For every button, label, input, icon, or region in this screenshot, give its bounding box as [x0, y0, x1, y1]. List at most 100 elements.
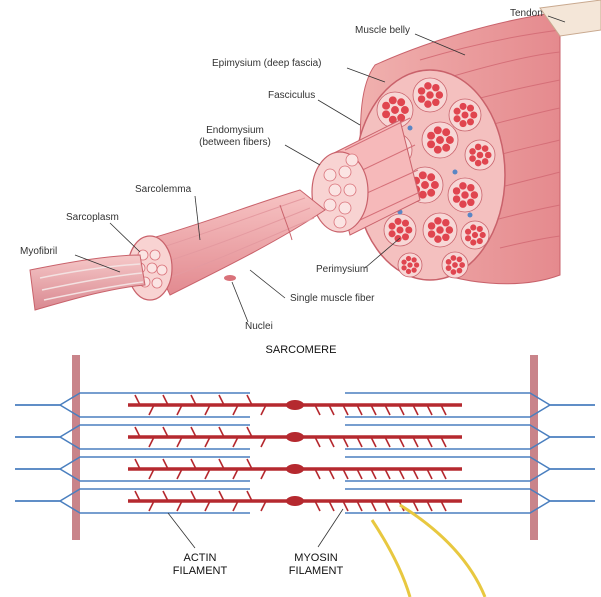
- fiber-dot: [465, 229, 471, 235]
- fasciculus-fiber: [346, 154, 358, 166]
- fasciculus-fiber: [339, 202, 351, 214]
- fiber-dot: [446, 265, 452, 271]
- fiber-dot: [477, 226, 483, 232]
- actin-filament: [15, 501, 250, 513]
- fiber-dot: [401, 106, 409, 114]
- perimysium-label: Perimysium: [316, 264, 368, 276]
- fasciculus-fiber: [324, 169, 336, 181]
- fiber-dot: [475, 144, 482, 151]
- endomysium-label-line2: (between fibers): [199, 137, 271, 149]
- fiber-dot: [467, 105, 474, 112]
- fiber-dot: [427, 173, 435, 181]
- fiber-dot: [477, 238, 483, 244]
- myofibril-unit: [150, 250, 160, 260]
- sarcomere-filaments: [15, 393, 595, 513]
- m-line-node: [286, 496, 304, 506]
- fiber-dot: [457, 268, 463, 274]
- fiber-dot: [414, 262, 419, 267]
- fasciculus-fiber: [344, 184, 356, 196]
- vessel-dot: [468, 213, 473, 218]
- m-line-node: [286, 432, 304, 442]
- fiber-dot: [453, 195, 460, 202]
- actin-filament-label: ACTIN FILAMENT: [173, 552, 227, 578]
- fiber-dot: [480, 232, 486, 238]
- tendon-label: Tendon: [510, 8, 543, 20]
- sarcoplasm-label: Sarcoplasm: [66, 212, 119, 224]
- fiber-dot: [467, 184, 474, 191]
- fiber-dot: [470, 239, 476, 245]
- vessel-dot: [408, 126, 413, 131]
- fiber-dot: [442, 144, 450, 152]
- fiber-dot: [472, 232, 478, 238]
- fiber-dot: [432, 84, 439, 91]
- fiber-dot: [434, 126, 442, 134]
- vessel-dot: [453, 170, 458, 175]
- actin-filament: [15, 405, 250, 417]
- fiber-dot: [436, 136, 444, 144]
- fiber-dot: [469, 155, 476, 162]
- fiber-dot: [434, 146, 442, 154]
- myosin-filament-label: MYOSIN FILAMENT: [289, 552, 343, 578]
- fiber-dot: [470, 111, 477, 118]
- fiber-dot: [454, 115, 461, 122]
- fiber-dot: [406, 269, 411, 274]
- actin-filament: [15, 425, 250, 437]
- fiber-dot: [406, 256, 411, 261]
- fiber-dot: [428, 222, 435, 229]
- actin-filament: [15, 437, 250, 449]
- actin-filament: [345, 393, 595, 405]
- fiber-dot: [475, 160, 482, 167]
- leader-lines-bottom: [168, 509, 343, 548]
- fiber-dot: [436, 91, 443, 98]
- actin-label-line1: ACTIN: [173, 552, 227, 565]
- fiber-dot: [407, 262, 412, 267]
- fiber-dot: [482, 145, 489, 152]
- fiber-dot: [382, 102, 390, 110]
- actin-filament: [345, 457, 595, 469]
- fasciculus-label: Fasciculus: [268, 90, 315, 102]
- fiber-dot: [454, 108, 461, 115]
- fiber-dot: [389, 96, 397, 104]
- sarcolemma-label: Sarcolemma: [135, 184, 191, 196]
- fiber-dot: [461, 191, 468, 198]
- fiber-dot: [397, 98, 405, 106]
- fiber-dot: [467, 199, 474, 206]
- fiber-dot: [421, 181, 429, 189]
- fiber-dot: [471, 191, 478, 198]
- fiber-dot: [426, 91, 433, 98]
- fiber-dot: [405, 226, 412, 233]
- fiber-dot: [427, 132, 435, 140]
- fiber-dot: [396, 226, 403, 233]
- fiber-dot: [428, 230, 435, 237]
- fiber-dot: [434, 217, 441, 224]
- actin-filament: [15, 393, 250, 405]
- nuclei-label: Nuclei: [245, 321, 273, 333]
- actin-filament: [345, 437, 595, 449]
- fiber-dot: [482, 158, 489, 165]
- fiber-dot: [460, 120, 467, 127]
- fiber-dot: [382, 110, 390, 118]
- fiber-dot: [457, 257, 463, 263]
- fiber-dot: [401, 259, 406, 264]
- fiber-dot: [467, 118, 474, 125]
- fiber-dot: [395, 235, 402, 242]
- epimysium-label: Epimysium (deep fascia): [212, 58, 321, 70]
- myosin-label-line2: FILAMENT: [289, 565, 343, 578]
- fasciculus-fiber: [329, 184, 341, 196]
- actin-filament: [345, 405, 595, 417]
- fiber-dot: [402, 233, 409, 240]
- actin-filament: [345, 425, 595, 437]
- myofibril-unit: [147, 263, 157, 273]
- fiber-dot: [402, 220, 409, 227]
- fiber-dot: [453, 187, 460, 194]
- fiber-dot: [461, 111, 468, 118]
- endomysium-label: Endomysium (between fibers): [199, 125, 271, 149]
- myofibril-unit: [157, 265, 167, 275]
- fiber-dot: [442, 128, 450, 136]
- fiber-dot: [427, 189, 435, 197]
- nerve-strands: [372, 505, 485, 597]
- fiber-dot: [446, 259, 452, 265]
- fiber-dot: [424, 82, 431, 89]
- m-line-node: [286, 464, 304, 474]
- fiber-dot: [418, 87, 425, 94]
